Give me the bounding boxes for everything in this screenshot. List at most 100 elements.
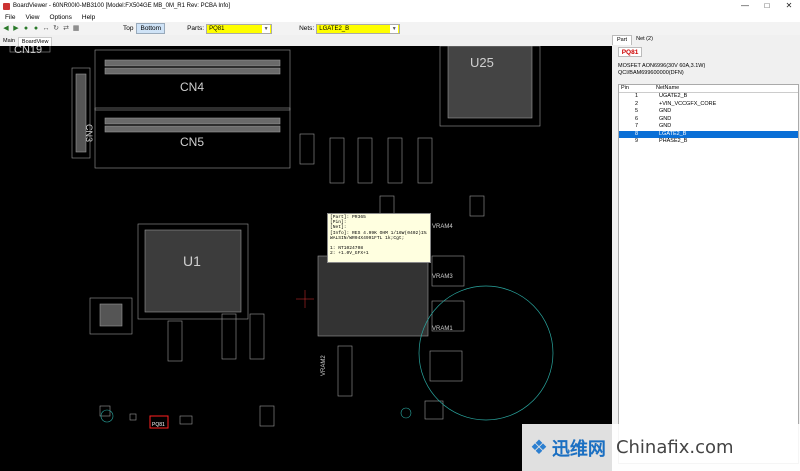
tooltip-line: WALSIN/WR04X4991FTL 1k;Cgt;: [330, 235, 405, 241]
netname-col-header[interactable]: NetName: [656, 85, 680, 91]
pin-cell: 5: [634, 108, 639, 114]
bottom-side-button[interactable]: Bottom: [136, 23, 166, 34]
vram2-label: VRAM2: [321, 355, 327, 376]
cn4-label: CN4: [180, 80, 204, 94]
nets-value: LGATE2_B: [319, 25, 350, 32]
watermark: ❖ 迅维网 Chinafix.com: [522, 424, 800, 471]
tooltip-line: [Part]: PR365: [330, 215, 366, 220]
parts-value: PQ81: [209, 25, 225, 32]
table-row-selected[interactable]: 8 LGATE2_B: [619, 130, 798, 138]
tooltip-line: 2: +1.0V_GFX+1: [330, 251, 369, 257]
table-row[interactable]: 5 GND: [619, 108, 798, 116]
window-title: BoardViewer - 60NR00I0-MB3100 [Model:FX5…: [13, 3, 230, 9]
pin-cell: 9: [634, 138, 639, 144]
menu-file[interactable]: File: [5, 13, 16, 21]
net-cell: GND: [659, 123, 672, 129]
back-icon[interactable]: ◀: [3, 24, 9, 32]
grid-icon[interactable]: ▦: [72, 24, 80, 32]
cn19-outline: [9, 46, 51, 53]
side-tabs: Part Net (2): [612, 35, 800, 45]
pq81-label: PQ81: [152, 422, 165, 428]
table-row[interactable]: 6 GND: [619, 116, 798, 124]
u1-label: U1: [183, 253, 201, 269]
close-button[interactable]: ✕: [785, 1, 793, 10]
menu-bar: File View Options Help: [0, 12, 800, 22]
nets-label: Nets:: [299, 25, 315, 32]
table-row[interactable]: 1 UGATE2_B: [619, 93, 798, 101]
u25-outline: [439, 46, 541, 127]
tab-boardview[interactable]: BoardView: [17, 37, 53, 46]
tooltip-line: [Net]:: [330, 225, 347, 231]
net-cell: GND: [659, 108, 672, 114]
highlight-circle: [418, 285, 554, 421]
menu-view[interactable]: View: [25, 13, 40, 21]
zoom-out-icon[interactable]: ●: [33, 24, 39, 32]
zoom-in-icon[interactable]: ●: [23, 24, 29, 32]
cn19-label: CN19: [14, 46, 42, 56]
pin-cell: 8: [634, 130, 639, 137]
board-svg: CN19 CN4 CN5 CN3 U25 U1 VRAM4 VRAM3 VRAM…: [9, 46, 554, 429]
cn5-outline: [94, 107, 291, 169]
cn4-outline: [94, 49, 291, 111]
menu-help[interactable]: Help: [81, 13, 96, 21]
flip-icon[interactable]: ⇄: [63, 24, 69, 32]
pq81-highlight[interactable]: [149, 415, 169, 429]
vram3-label: VRAM3: [432, 274, 453, 280]
parts-label: Parts:: [187, 25, 205, 32]
pin-col-header[interactable]: Pin: [621, 85, 629, 91]
pin-cell: 6: [634, 115, 639, 122]
maximize-button[interactable]: □: [764, 1, 770, 10]
tooltip-line: [Pin]:: [330, 220, 347, 226]
parts-combo[interactable]: PQ81 ▼: [206, 23, 273, 34]
tab-main[interactable]: Main: [3, 38, 15, 44]
vram1-label: VRAM1: [432, 326, 453, 332]
pin-cell: 7: [634, 123, 639, 129]
chevron-down-icon[interactable]: ▼: [262, 24, 271, 33]
net-cell: LGATE2_B: [659, 130, 687, 137]
watermark-logo-icon: ❖: [530, 437, 548, 459]
table-row[interactable]: 9 PHASE2_B: [619, 138, 798, 146]
forward-icon[interactable]: ▶: [13, 24, 19, 32]
u1-outline: [137, 223, 249, 320]
net-cell: UGATE2_B: [659, 93, 688, 99]
fit-icon[interactable]: ↔: [42, 24, 50, 32]
part-description: MOSFET AON6996(30V 60A,3.1W) QCI/BAM6996…: [618, 63, 800, 76]
menu-options[interactable]: Options: [49, 13, 72, 21]
tab-net[interactable]: Net (2): [636, 36, 653, 42]
desc-line: QCI/BAM699600000(DFN): [618, 69, 684, 76]
side-toggle: Top Bottom: [120, 23, 166, 34]
board-canvas[interactable]: CN19 CN4 CN5 CN3 U25 U1 VRAM4 VRAM3 VRAM…: [0, 46, 612, 471]
pin-cell: 1: [634, 93, 639, 99]
view-tabs: Main BoardView: [0, 37, 612, 46]
table-row[interactable]: 2 +VIN_VCCGFX_CORE: [619, 101, 798, 109]
chevron-down-icon[interactable]: ▼: [390, 24, 399, 33]
tooltip-line: 1: NT1024708: [330, 246, 364, 252]
app-icon: [3, 2, 10, 10]
tooltip-line: [Info]: RES 4.99K OHM 1/16W(0402)1%: [330, 230, 427, 236]
net-cell: GND: [659, 115, 672, 122]
side-panel: Part Net (2) PQ81 MOSFET AON6996(30V 60A…: [612, 35, 800, 471]
part-name-box: PQ81: [618, 47, 642, 57]
pin-cell: 2: [634, 100, 639, 107]
desc-line: MOSFET AON6996(30V 60A,3.1W): [618, 63, 706, 69]
nets-combo[interactable]: LGATE2_B ▼: [316, 23, 401, 34]
cn3-outline: [71, 67, 91, 159]
table-row[interactable]: 7 GND: [619, 123, 798, 131]
title-bar: BoardViewer - 60NR00I0-MB3100 [Model:FX5…: [0, 0, 800, 12]
top-side-button[interactable]: Top: [123, 25, 134, 32]
rotate-icon[interactable]: ↻: [53, 24, 59, 32]
pin-table-header: Pin NetName: [619, 85, 798, 93]
toolbar: ◀ ▶ ● ● ↔ ↻ ⇄ ▦ Top Bottom Parts: PQ81 ▼…: [0, 22, 800, 35]
net-cell: +VIN_VCCGFX_CORE: [659, 100, 717, 107]
minimize-button[interactable]: —: [741, 1, 749, 10]
watermark-en-text: Chinafix.com: [615, 437, 734, 458]
vram4-label: VRAM4: [432, 224, 453, 230]
net-cell: PHASE2_B: [659, 138, 688, 144]
cn5-label: CN5: [180, 135, 204, 149]
watermark-cn-text: 迅维网: [551, 438, 606, 459]
u25-label: U25: [470, 55, 494, 70]
window-controls: — □ ✕: [734, 0, 800, 12]
cn3-label: CN3: [84, 124, 94, 142]
tab-part[interactable]: Part: [612, 35, 633, 45]
